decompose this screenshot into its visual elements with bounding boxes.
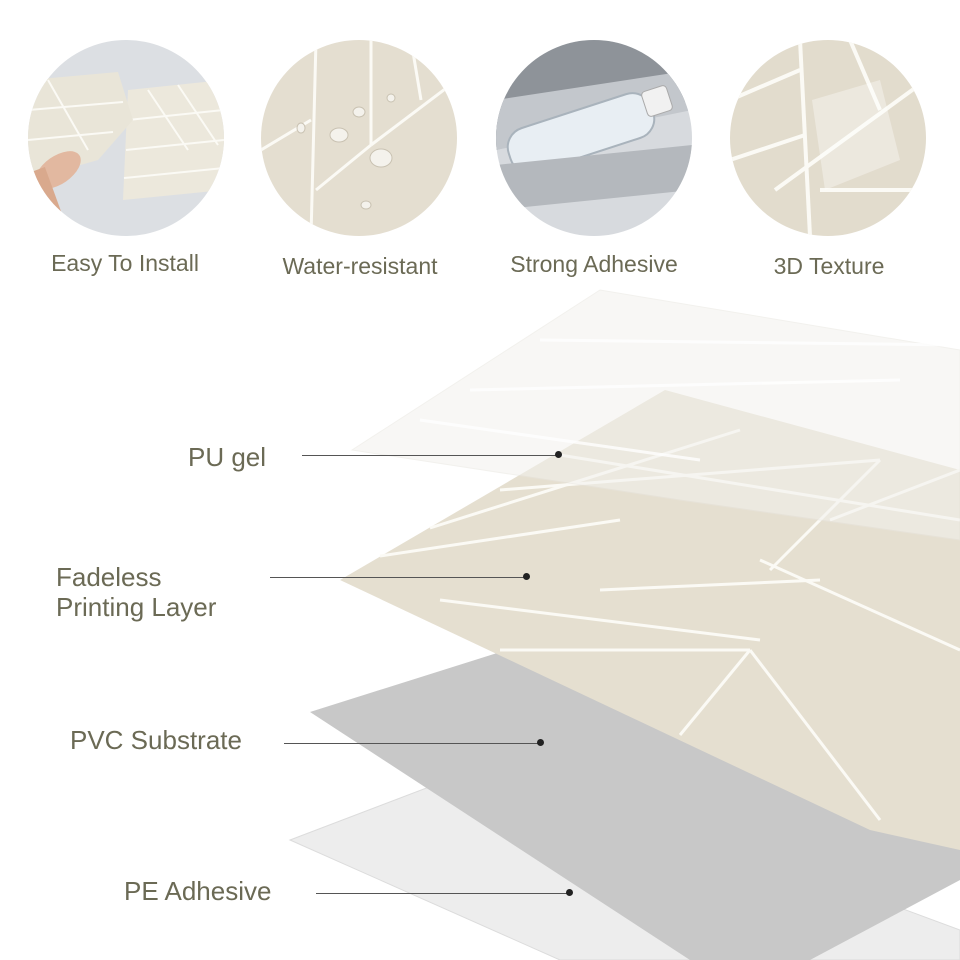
feature-label-water-resistant: Water-resistant [282,253,438,279]
layer-label-line: Printing Layer [56,592,217,622]
pvc-substrate-layer [310,630,960,960]
leader-line-pu-gel [302,455,558,456]
leader-line-printing-layer [270,577,526,578]
layer-label-line: PE Adhesive [124,876,272,906]
bottle-on-sticker-icon [496,40,692,236]
water-droplets-icon [261,40,457,236]
feature-label-easy-install: Easy To Install [51,250,199,276]
layer-label-pe-adhesive: PE Adhesive [124,876,271,906]
pu-gel-layer [350,289,960,541]
leader-dot-pvc-substrate [537,739,544,746]
feature-label-strong-adhesive: Strong Adhesive [510,251,678,277]
leader-dot-printing-layer [523,573,530,580]
feature-image-water-resistant [261,40,457,236]
raised-texture-icon [730,40,926,236]
layer-label-line: PVC Substrate [70,725,242,755]
leader-line-pe-adhesive [316,893,570,894]
leader-line-pvc-substrate [284,743,540,744]
hand-peeling-tile-icon [28,40,224,236]
layer-label-pu-gel: PU gel [188,442,266,472]
leader-dot-pu-gel [555,451,562,458]
leader-dot-pe-adhesive [566,889,573,896]
feature-image-3d-texture [730,40,926,236]
feature-label-3d-texture: 3D Texture [773,253,885,279]
layer-label-pvc-substrate: PVC Substrate [70,725,242,755]
feature-image-strong-adhesive [496,40,692,236]
layer-label-printing-layer: Fadeless Printing Layer [56,562,216,622]
feature-image-easy-install [28,40,224,236]
layer-label-line: PU gel [188,442,267,472]
layer-label-line: Fadeless [56,562,162,592]
